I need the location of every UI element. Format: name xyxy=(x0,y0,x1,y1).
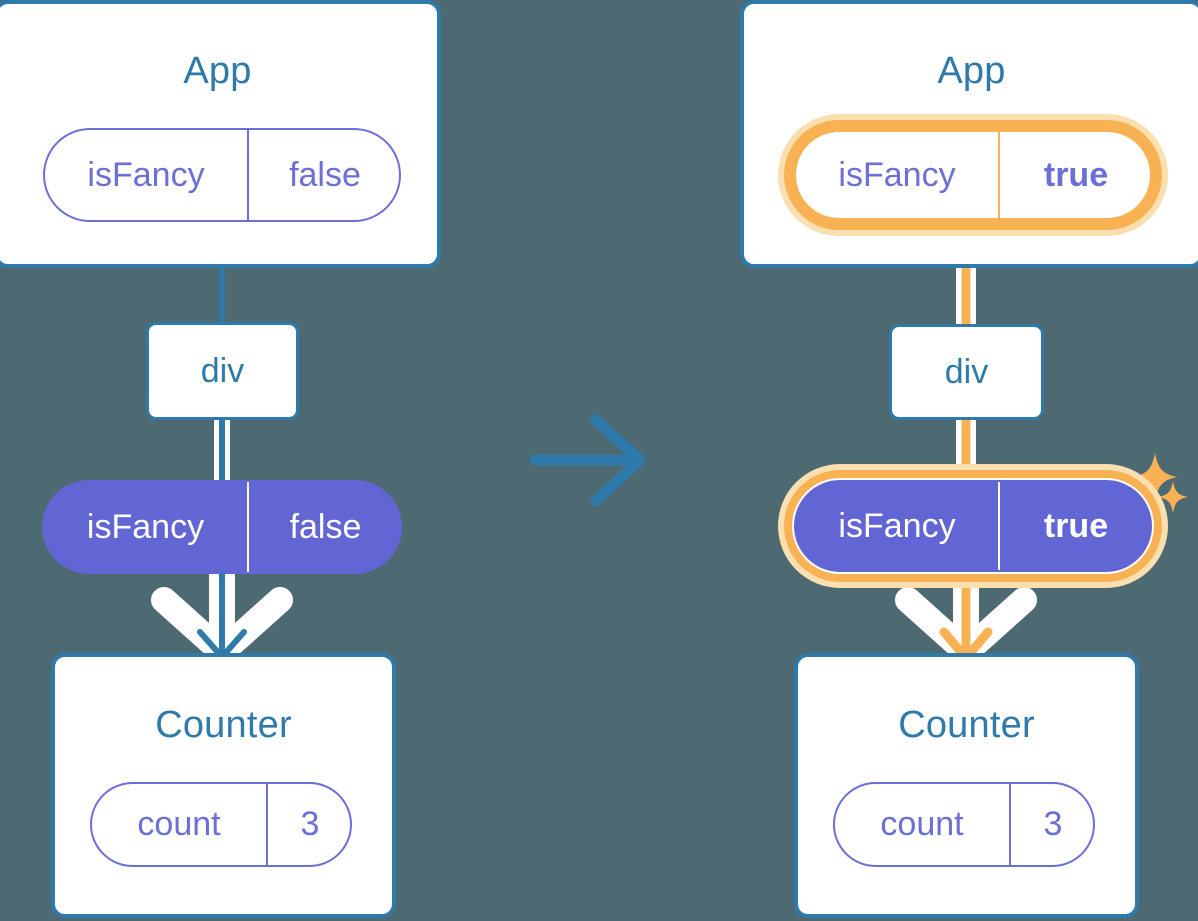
right-prop-divider xyxy=(998,482,1000,570)
right-prop-value: true xyxy=(1043,506,1109,545)
left-counter-state-pill: count 3 xyxy=(90,782,352,867)
left-prop-key: isFancy xyxy=(86,507,205,546)
left-app-state-divider xyxy=(247,130,249,220)
left-counter-state-divider xyxy=(266,784,268,865)
left-counter-state-key: count xyxy=(137,805,221,843)
left-prop-divider xyxy=(247,482,249,572)
transition-arrow-icon xyxy=(529,414,646,507)
right-counter-state-pill: count 3 xyxy=(833,782,1095,867)
left-div-node: div xyxy=(146,322,299,420)
right-app-pill-highlight-fill xyxy=(796,132,1150,218)
right-app-title: App xyxy=(937,50,1006,92)
sparkle-icon-prop-small xyxy=(1158,481,1188,513)
left-div-node-label: div xyxy=(200,351,245,390)
right-counter-title: Counter xyxy=(898,704,1035,746)
right-div-node: div xyxy=(889,324,1044,420)
left-prop-pill: isFancy false xyxy=(42,480,402,574)
right-counter-state-key: count xyxy=(880,805,964,843)
left-app-state-value: false xyxy=(289,155,361,194)
left-app-state-key: isFancy xyxy=(87,155,205,194)
right-prop-pill: isFancy true xyxy=(794,480,1152,572)
left-counter-state-value: 3 xyxy=(300,805,320,843)
right-app-state-value: true xyxy=(1043,155,1109,194)
left-counter-title: Counter xyxy=(155,704,292,746)
left-prop-value: false xyxy=(289,507,362,546)
sparkle-icon-prop-large xyxy=(1133,453,1177,501)
left-app-title: App xyxy=(183,50,252,92)
right-app-state-divider xyxy=(998,132,1000,218)
right-counter-state-divider xyxy=(1009,784,1011,865)
right-app-state-pill: isFancy true xyxy=(794,130,1152,220)
right-prop-key: isFancy xyxy=(838,506,956,545)
left-app-state-pill: isFancy false xyxy=(43,128,401,222)
right-counter-state-value: 3 xyxy=(1043,805,1063,843)
right-div-node-label: div xyxy=(944,352,989,391)
right-app-state-key: isFancy xyxy=(838,155,956,194)
